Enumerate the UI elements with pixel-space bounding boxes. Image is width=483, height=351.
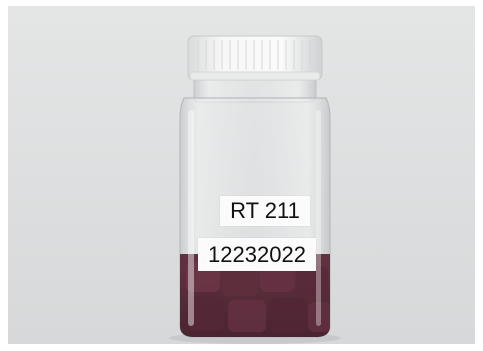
bottle-label-bottom: 12232022 (198, 238, 316, 271)
bottle-photo: RT 211 12232022 (8, 6, 475, 344)
bottle-icon (169, 35, 341, 344)
bottle-label-top: RT 211 (220, 196, 310, 226)
